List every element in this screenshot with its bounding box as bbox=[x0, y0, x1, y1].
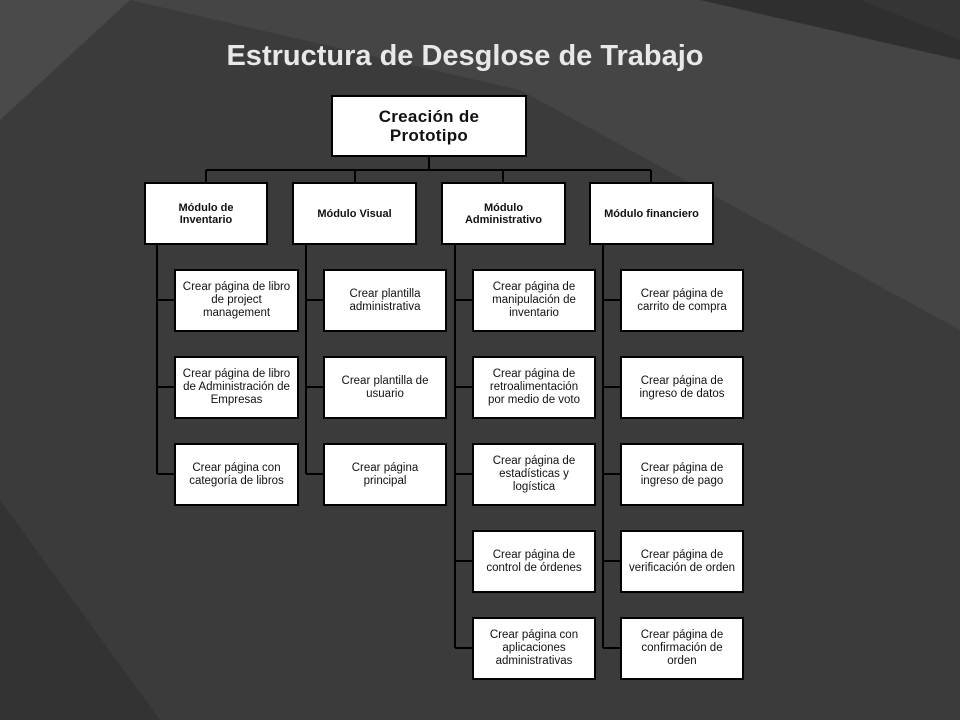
module-label: Módulo financiero bbox=[604, 207, 699, 220]
wbs-root-node: Creación de Prototipo bbox=[331, 95, 527, 157]
task-node: Crear página de ingreso de pago bbox=[620, 443, 744, 506]
task-node: Crear página de manipulación de inventar… bbox=[472, 269, 596, 332]
module-visual-node: Módulo Visual bbox=[292, 182, 417, 245]
slide-title: Estructura de Desglose de Trabajo bbox=[226, 40, 704, 72]
task-label: Crear página de manipulación de inventar… bbox=[492, 281, 576, 319]
task-label: Crear página con aplicaciones administra… bbox=[489, 629, 579, 667]
task-node: Crear página con categoría de libros bbox=[174, 443, 299, 506]
task-label: Crear página de libro de Administración … bbox=[182, 368, 291, 406]
task-label: Crear página de confirmación de orden bbox=[640, 629, 724, 667]
task-label: Crear página con categoría de libros bbox=[189, 461, 284, 487]
task-node: Crear página principal bbox=[323, 443, 447, 506]
wbs-root-label: Creación de Prototipo bbox=[378, 107, 480, 145]
module-administrativo-node: Módulo Administrativo bbox=[441, 182, 566, 245]
task-label: Crear página principal bbox=[351, 461, 419, 487]
task-label: Crear página de ingreso de datos bbox=[639, 374, 725, 400]
task-node: Crear plantilla de usuario bbox=[323, 356, 447, 419]
task-label: Crear página de control de órdenes bbox=[486, 548, 582, 574]
task-node: Crear página de carrito de compra bbox=[620, 269, 744, 332]
task-label: Crear plantilla de usuario bbox=[341, 374, 429, 400]
task-label: Crear página de libro de project managem… bbox=[182, 281, 291, 319]
task-label: Crear página de ingreso de pago bbox=[640, 461, 724, 487]
task-label: Crear página de verificación de orden bbox=[628, 548, 736, 574]
task-label: Crear página de carrito de compra bbox=[637, 287, 727, 313]
task-node: Crear página de libro de Administración … bbox=[174, 356, 299, 419]
task-node: Crear plantilla administrativa bbox=[323, 269, 447, 332]
task-node: Crear página de libro de project managem… bbox=[174, 269, 299, 332]
task-label: Crear página de estadísticas y logística bbox=[492, 455, 576, 493]
task-node: Crear página de verificación de orden bbox=[620, 530, 744, 593]
task-node: Crear página de control de órdenes bbox=[472, 530, 596, 593]
module-label: Módulo Visual bbox=[317, 207, 392, 220]
task-node: Crear página con aplicaciones administra… bbox=[472, 617, 596, 680]
task-node: Crear página de estadísticas y logística bbox=[472, 443, 596, 506]
task-node: Crear página de retroalimentación por me… bbox=[472, 356, 596, 419]
task-label: Crear página de retroalimentación por me… bbox=[487, 368, 581, 406]
module-label: Módulo de Inventario bbox=[178, 201, 234, 226]
task-node: Crear página de ingreso de datos bbox=[620, 356, 744, 419]
module-inventario-node: Módulo de Inventario bbox=[144, 182, 268, 245]
module-financiero-node: Módulo financiero bbox=[589, 182, 714, 245]
module-label: Módulo Administrativo bbox=[464, 201, 542, 226]
task-node: Crear página de confirmación de orden bbox=[620, 617, 744, 680]
task-label: Crear plantilla administrativa bbox=[349, 287, 421, 313]
